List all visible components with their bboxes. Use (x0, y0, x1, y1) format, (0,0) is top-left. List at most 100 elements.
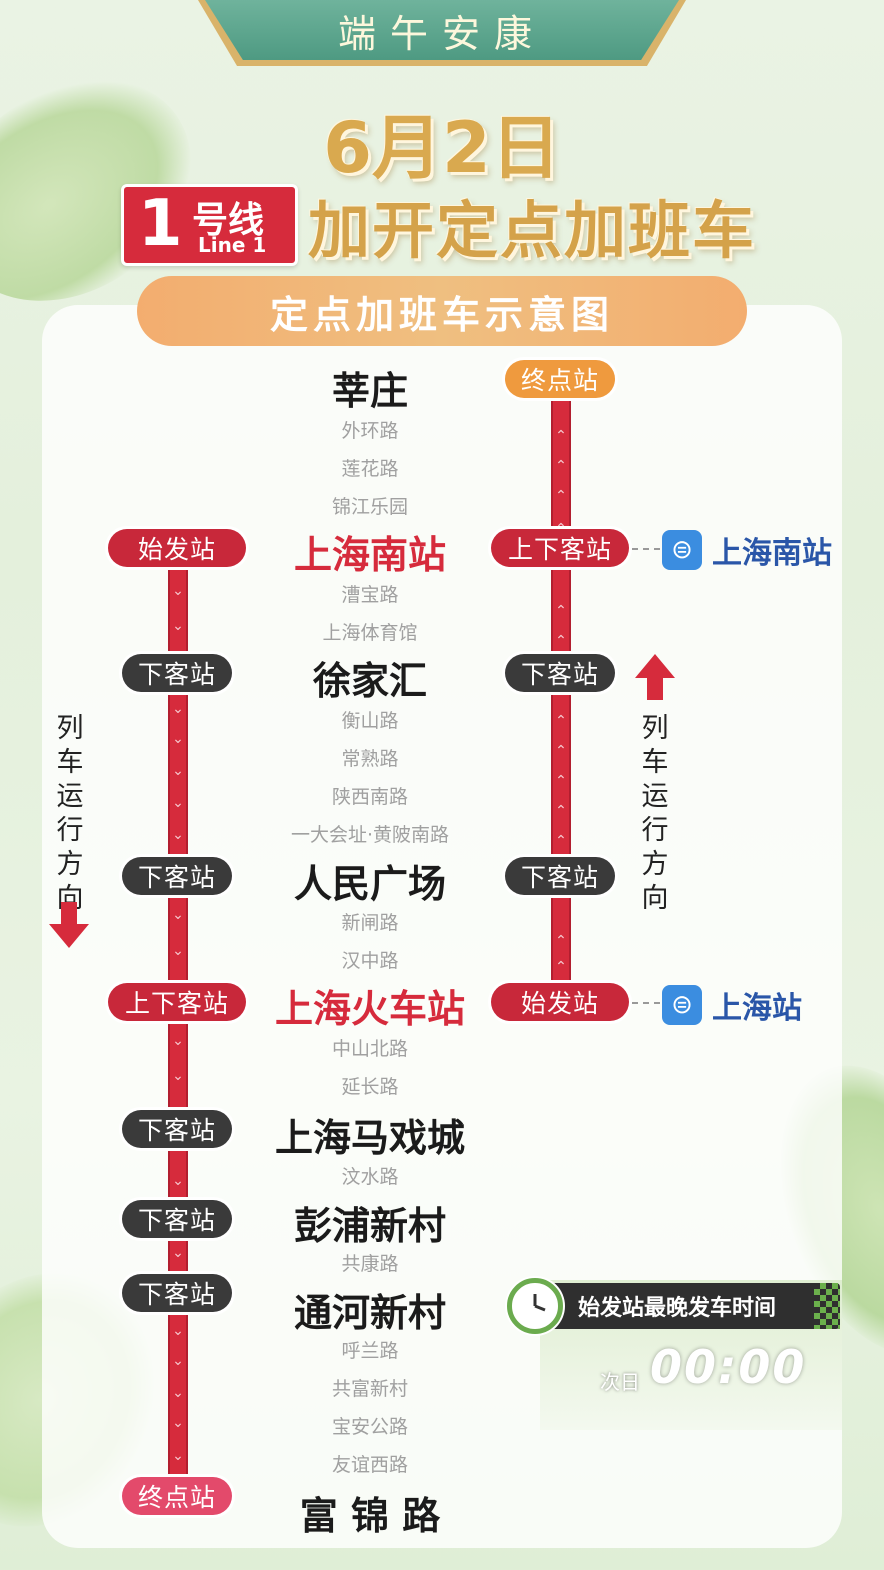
station-minor: 外环路 (341, 420, 399, 442)
station-minor: 中山北路 (331, 1038, 408, 1060)
tag-origin-right: 始发站 (491, 983, 629, 1021)
station-minor: 一大会址·黄陂南路 (290, 824, 450, 846)
chevron-up-icon: ⌃ (555, 713, 567, 729)
chevron-down-icon: ⌄ (172, 1323, 184, 1339)
chevron-down-icon: ⌄ (172, 1173, 184, 1189)
station-major: 上海南站 (293, 533, 446, 577)
chevron-up-icon: ⌃ (555, 773, 567, 789)
checker-decoration (814, 1283, 840, 1329)
station-minor: 莲花路 (341, 458, 399, 480)
station-minor: 延长路 (341, 1076, 399, 1098)
diagram-title: 定点加班车示意图 (269, 292, 614, 337)
tag-terminal-left: 终点站 (122, 1477, 232, 1515)
station-minor: 宝安公路 (331, 1416, 408, 1438)
chevron-down-icon: ⌄ (172, 827, 184, 843)
station-major: 莘庄 (331, 369, 408, 413)
chevron-up-icon: ⌃ (555, 603, 567, 619)
clock-icon (507, 1278, 563, 1334)
chevron-down-icon: ⌄ (172, 795, 184, 811)
station-minor: 共康路 (341, 1253, 399, 1275)
chevron-down-icon: ⌄ (172, 1353, 184, 1369)
direction-label-left: 列车运行方向 (56, 713, 84, 914)
station-minor: 陕西南路 (331, 786, 408, 808)
chevron-down-icon: ⌄ (172, 583, 184, 599)
chevron-up-icon: ⌃ (555, 458, 567, 474)
rail-station-name: 上海南站 (712, 536, 832, 571)
station-minor: 汉中路 (341, 950, 399, 972)
station-major: 人民广场 (293, 862, 446, 906)
tag-terminal-right: 终点站 (505, 360, 615, 398)
tag-alight-left: 下客站 (122, 1274, 232, 1312)
tag-alight-right: 下客站 (505, 654, 615, 692)
chevron-down-icon: ⌄ (172, 1448, 184, 1464)
chevron-down-icon: ⌄ (172, 731, 184, 747)
chevron-up-icon: ⌃ (555, 933, 567, 949)
station-minor: 新闸路 (341, 912, 399, 934)
direction-label-right: 列车运行方向 (641, 713, 669, 914)
station-major: 徐家汇 (312, 659, 427, 703)
chevron-up-icon: ⌃ (555, 959, 567, 975)
station-major: 上海火车站 (274, 987, 465, 1031)
headline: 加开定点加班车 (308, 194, 757, 267)
tag-alight-left: 下客站 (122, 654, 232, 692)
last-train-time: 00:00 (650, 1340, 807, 1394)
chevron-up-icon: ⌃ (555, 743, 567, 759)
station-major: 通河新村 (293, 1291, 446, 1335)
chevron-down-icon: ⌄ (172, 943, 184, 959)
station-minor: 友谊西路 (331, 1454, 408, 1476)
chevron-up-icon: ⌃ (555, 633, 567, 649)
last-train-label: 始发站最晚发车时间 (578, 1296, 777, 1321)
line-label-en: Line 1 (198, 233, 267, 257)
connector-dash (632, 1002, 660, 1004)
line-label: 号线 (192, 200, 265, 241)
chevron-up-icon: ⌃ (555, 803, 567, 819)
right-line-track: ⌃⌃⌃⌃⌃⌃⌃⌃⌃⌃⌃⌃⌃ (551, 395, 571, 995)
station-minor: 共富新村 (331, 1378, 408, 1400)
arrow-down-icon (49, 902, 89, 948)
tag-alight-right: 下客站 (505, 857, 615, 895)
station-minor: 常熟路 (341, 748, 399, 770)
festival-banner: 端午安康 (205, 0, 679, 60)
banner-text: 端午安康 (337, 11, 546, 56)
next-day-label: 次日 (600, 1370, 640, 1394)
railway-icon: ⊜ (662, 985, 702, 1025)
rail-station-link: ⊜ 上海站 (662, 983, 802, 1027)
diagram-title-pill: 定点加班车示意图 (137, 276, 747, 346)
last-train-bar: 始发站最晚发车时间 (548, 1283, 840, 1329)
tag-board-alight-right: 上下客站 (491, 529, 629, 567)
railway-icon: ⊜ (662, 530, 702, 570)
tag-alight-left: 下客站 (122, 1110, 232, 1148)
tag-origin-left: 始发站 (108, 529, 246, 567)
chevron-down-icon: ⌄ (172, 763, 184, 779)
chevron-down-icon: ⌄ (172, 1385, 184, 1401)
tag-board-alight-left: 上下客站 (108, 983, 246, 1021)
left-line-track: ⌄⌄⌄⌄⌄⌄⌄⌄⌄⌄⌄⌄⌄⌄⌄⌄⌄⌄ (168, 565, 188, 1495)
station-minor: 汶水路 (341, 1166, 399, 1188)
station-major: 上海马戏城 (274, 1116, 465, 1160)
chevron-down-icon: ⌄ (172, 1068, 184, 1084)
tag-alight-left: 下客站 (122, 1200, 232, 1238)
chevron-up-icon: ⌃ (555, 833, 567, 849)
chevron-down-icon: ⌄ (172, 1415, 184, 1431)
chevron-down-icon: ⌄ (172, 907, 184, 923)
chevron-up-icon: ⌃ (555, 488, 567, 504)
arrow-up-icon (635, 654, 675, 700)
connector-dash (632, 548, 660, 550)
station-major: 富 锦 路 (299, 1494, 441, 1538)
station-minor: 上海体育馆 (322, 622, 418, 644)
chevron-up-icon: ⌃ (555, 428, 567, 444)
rail-station-link: ⊜ 上海南站 (662, 528, 832, 572)
line-number: 1 (138, 187, 183, 261)
station-major: 彭浦新村 (293, 1204, 446, 1248)
chevron-down-icon: ⌄ (172, 618, 184, 634)
tag-alight-left: 下客站 (122, 857, 232, 895)
line-badge: 1 号线 Line 1 (121, 184, 298, 266)
station-minor: 锦江乐园 (331, 496, 408, 518)
event-date: 6月2日 (323, 107, 561, 189)
chevron-down-icon: ⌄ (172, 1245, 184, 1261)
station-minor: 衡山路 (341, 710, 399, 732)
station-minor: 呼兰路 (341, 1340, 399, 1362)
station-minor: 漕宝路 (341, 584, 399, 606)
rail-station-name: 上海站 (712, 991, 802, 1026)
chevron-down-icon: ⌄ (172, 1033, 184, 1049)
